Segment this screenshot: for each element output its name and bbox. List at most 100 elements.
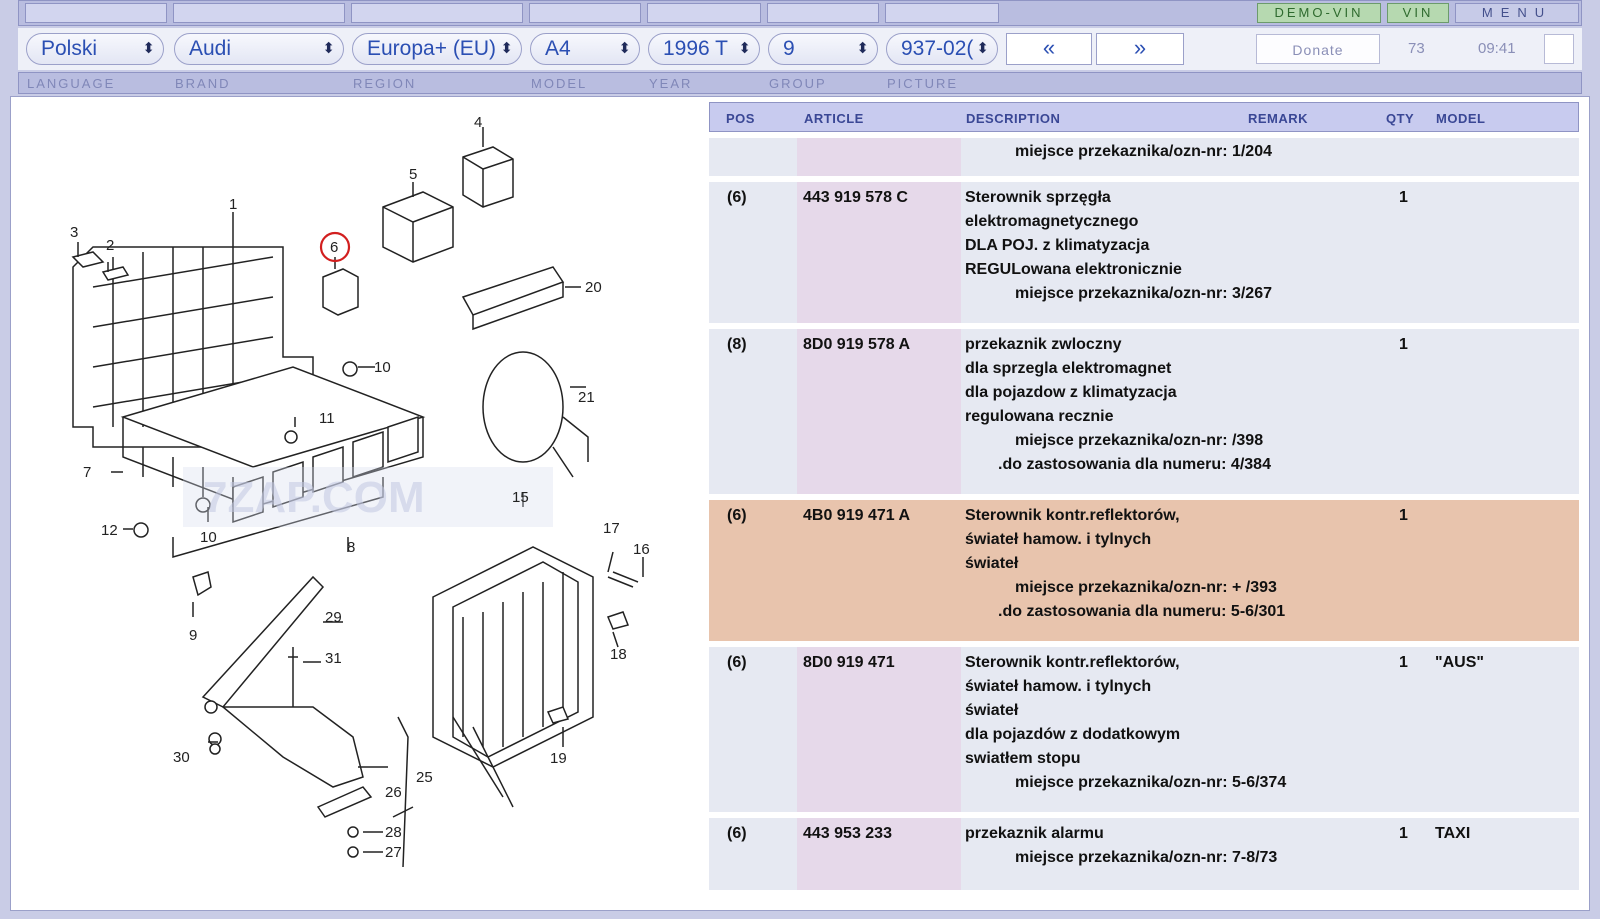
- description-line: przekaznik zwloczny: [965, 336, 1122, 353]
- description-cell: Sterownik kontr.reflektorów,świateł hamo…: [965, 651, 1286, 795]
- picture-select[interactable]: 937-02(⬍: [886, 33, 998, 65]
- article-cell[interactable]: 8D0 919 578 A: [803, 336, 911, 353]
- group-value: 9: [783, 37, 795, 60]
- pos-cell: (6): [727, 654, 747, 671]
- svg-text:6: 6: [330, 239, 338, 256]
- description-line: regulowana recznie: [965, 408, 1114, 425]
- model-cell: TAXI: [1435, 825, 1471, 842]
- article-cell[interactable]: 443 919 578 C: [803, 189, 908, 206]
- pos-cell: (6): [727, 507, 747, 524]
- article-cell[interactable]: 4B0 919 471 A: [803, 507, 911, 524]
- extra-box[interactable]: [1544, 34, 1574, 64]
- select-arrows-icon: ⬍: [500, 40, 513, 57]
- year-select[interactable]: 1996 T ⬍: [648, 33, 760, 65]
- article-column-bg: [797, 500, 961, 641]
- description-cell: miejsce przekaznika/ozn-nr: 1/204: [965, 140, 1272, 164]
- article-column-bg: [797, 138, 961, 176]
- picture-value: 937-02(: [901, 37, 974, 60]
- year-value: 1996 T: [663, 37, 728, 60]
- svg-text:21: 21: [578, 389, 595, 406]
- article-column-bg: [797, 182, 961, 323]
- description-line: dla pojazdow z klimatyzacja: [965, 384, 1177, 401]
- top-slot: [173, 3, 345, 23]
- svg-text:3: 3: [70, 224, 78, 241]
- header-qty[interactable]: QTY: [1386, 111, 1415, 126]
- description-line: swiatłem stopu: [965, 750, 1081, 767]
- pos-cell: (6): [727, 189, 747, 206]
- qty-cell: 1: [1399, 654, 1408, 671]
- description-line: świateł: [965, 702, 1019, 719]
- header-pos[interactable]: POS: [726, 111, 755, 126]
- prev-picture-button[interactable]: «: [1006, 33, 1092, 65]
- svg-text:5: 5: [409, 166, 417, 183]
- header-model[interactable]: MODEL: [1436, 111, 1486, 126]
- language-value: Polski: [41, 37, 98, 60]
- label-group: GROUP: [769, 76, 827, 91]
- next-picture-button[interactable]: »: [1096, 33, 1184, 65]
- svg-text:2: 2: [106, 237, 114, 254]
- table-row[interactable]: (6) 8D0 919 471 1 "AUS" Sterownik kontr.refl…: [709, 641, 1579, 812]
- parts-diagram[interactable]: 7ZAP.COM 1 2 3 4 5 6 7 8 9 10 10 11 12 1…: [33, 117, 673, 897]
- article-cell[interactable]: 8D0 919 471: [803, 654, 895, 671]
- article-column-bg: [797, 329, 961, 494]
- select-arrows-icon: ⬍: [856, 40, 869, 57]
- pos-cell: (6): [727, 825, 747, 842]
- selector-labels: LANGUAGE BRAND REGION MODEL YEAR GROUP P…: [18, 72, 1582, 94]
- svg-text:27: 27: [385, 844, 402, 861]
- demo-vin-button[interactable]: DEMO-VIN: [1257, 3, 1381, 23]
- article-cell[interactable]: 443 953 233: [803, 825, 892, 842]
- svg-text:18: 18: [610, 646, 627, 663]
- region-select[interactable]: Europa+ (EU)⬍: [352, 33, 522, 65]
- svg-text:9: 9: [189, 627, 197, 644]
- vin-button[interactable]: VIN: [1387, 3, 1449, 23]
- donate-button[interactable]: Donate: [1256, 34, 1380, 64]
- description-line: Sterownik kontr.reflektorów,: [965, 507, 1180, 524]
- header-article[interactable]: ARTICLE: [804, 111, 864, 126]
- language-select[interactable]: Polski⬍: [26, 33, 164, 65]
- description-line: DLA POJ. z klimatyzacja: [965, 237, 1150, 254]
- label-model: MODEL: [531, 76, 588, 91]
- model-value: A4: [545, 37, 571, 60]
- table-row[interactable]: miejsce przekaznika/ozn-nr: 1/204: [709, 132, 1579, 176]
- description-line: miejsce przekaznika/ozn-nr: 1/204: [1015, 143, 1272, 160]
- svg-text:10: 10: [200, 529, 217, 546]
- top-slot: [529, 3, 641, 23]
- brand-select[interactable]: Audi⬍: [174, 33, 344, 65]
- table-header: POS ARTICLE DESCRIPTION REMARK QTY MODEL: [709, 102, 1579, 132]
- svg-text:25: 25: [416, 769, 433, 786]
- header-description[interactable]: DESCRIPTION: [966, 111, 1061, 126]
- main-panel: 7ZAP.COM 1 2 3 4 5 6 7 8 9 10 10 11 12 1…: [10, 96, 1590, 911]
- region-value: Europa+ (EU): [367, 37, 496, 60]
- select-arrows-icon: ⬍: [738, 40, 751, 57]
- menu-button[interactable]: MENU: [1455, 3, 1579, 23]
- clock-text: 09:41: [1478, 40, 1516, 57]
- group-select[interactable]: 9⬍: [768, 33, 878, 65]
- model-select[interactable]: A4⬍: [530, 33, 640, 65]
- svg-text:1: 1: [229, 196, 237, 213]
- description-line: REGULowana elektronicznie: [965, 261, 1182, 278]
- description-cell: Sterownik kontr.reflektorów,świateł hamo…: [965, 504, 1285, 624]
- description-line: miejsce przekaznika/ozn-nr: 7-8/73: [1015, 849, 1278, 866]
- svg-text:11: 11: [319, 410, 335, 427]
- label-language: LANGUAGE: [27, 76, 116, 91]
- top-bar: DEMO-VIN VIN MENU: [18, 0, 1582, 26]
- top-slot: [767, 3, 879, 23]
- model-cell: "AUS": [1435, 654, 1484, 671]
- description-line: dla pojazdów z dodatkowym: [965, 726, 1181, 743]
- pos-cell: (8): [727, 336, 747, 353]
- svg-text:7: 7: [83, 464, 91, 481]
- selector-bar: Polski⬍ Audi⬍ Europa+ (EU)⬍ A4⬍ 1996 T⬍ …: [18, 28, 1582, 70]
- description-line: miejsce przekaznika/ozn-nr: + /393: [1015, 579, 1277, 596]
- top-slot: [351, 3, 523, 23]
- header-remark[interactable]: REMARK: [1248, 111, 1309, 126]
- top-slot: [885, 3, 999, 23]
- counter-text: 73: [1408, 40, 1425, 57]
- top-slot: [647, 3, 761, 23]
- svg-text:19: 19: [550, 750, 567, 767]
